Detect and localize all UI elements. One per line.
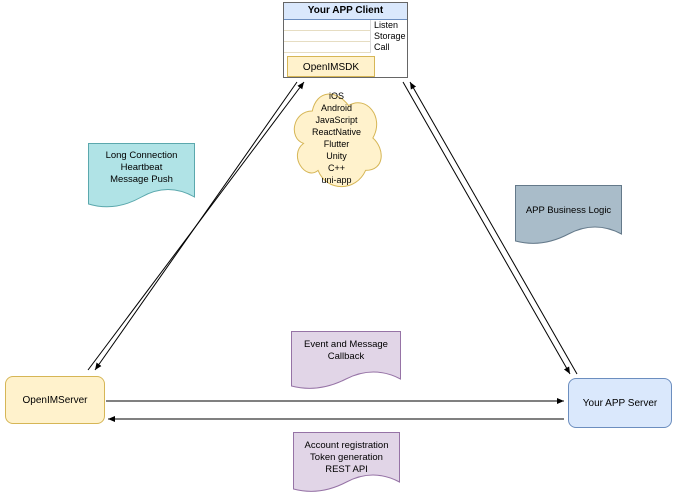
client-method-rows: Listen Storage Call <box>284 20 407 53</box>
openimsdk-node: OpenIMSDK <box>287 56 375 77</box>
document-shape <box>515 185 622 244</box>
note-long-connection: Long Connection Heartbeat Message Push <box>88 143 195 215</box>
note-text: APP Business Logic <box>525 205 612 216</box>
platform-item: uni-app <box>321 175 352 185</box>
note-text: Long Connection Heartbeat Message Push <box>105 150 178 185</box>
note-event-callback: Event and Message Callback <box>291 331 401 395</box>
document-shape <box>291 331 401 389</box>
document-shape <box>88 143 195 208</box>
note-business-logic: APP Business Logic <box>515 185 622 250</box>
document-shape <box>293 432 400 492</box>
note-text: Account registration Token generation RE… <box>304 440 389 475</box>
platform-item: iOS <box>328 91 344 101</box>
platform-item: C++ <box>327 163 345 173</box>
client-node: Your APP Client Listen Storage Call Open… <box>283 2 408 78</box>
platform-item: Unity <box>326 151 347 161</box>
note-rest-api: Account registration Token generation RE… <box>293 432 400 498</box>
platform-item: JavaScript <box>315 115 358 125</box>
client-method-label: Call <box>370 42 407 53</box>
client-row-cell <box>284 31 370 42</box>
platform-list: iOS Android JavaScript ReactNative Flutt… <box>278 90 395 186</box>
platform-item: Flutter <box>323 139 350 149</box>
client-method-row: Listen <box>284 20 407 31</box>
client-row-cell <box>284 20 370 31</box>
client-method-row: Call <box>284 42 407 53</box>
client-row-cell <box>284 42 370 53</box>
platforms-cloud: iOS Android JavaScript ReactNative Flutt… <box>288 84 385 192</box>
client-method-label: Storage <box>370 31 407 42</box>
note-text: Event and Message Callback <box>304 339 388 362</box>
edge-sdk-to-openimserver <box>94 81 298 371</box>
edge-openimserver-to-sdk <box>87 81 305 371</box>
client-method-row: Storage <box>284 31 407 42</box>
platform-item: ReactNative <box>311 127 362 137</box>
client-node-title: Your APP Client <box>284 3 407 20</box>
platform-item: Android <box>320 103 353 113</box>
appserver-node: Your APP Server <box>568 378 672 428</box>
cloud-shape <box>288 84 385 192</box>
client-method-label: Listen <box>370 20 407 31</box>
openimserver-node: OpenIMServer <box>5 376 105 424</box>
